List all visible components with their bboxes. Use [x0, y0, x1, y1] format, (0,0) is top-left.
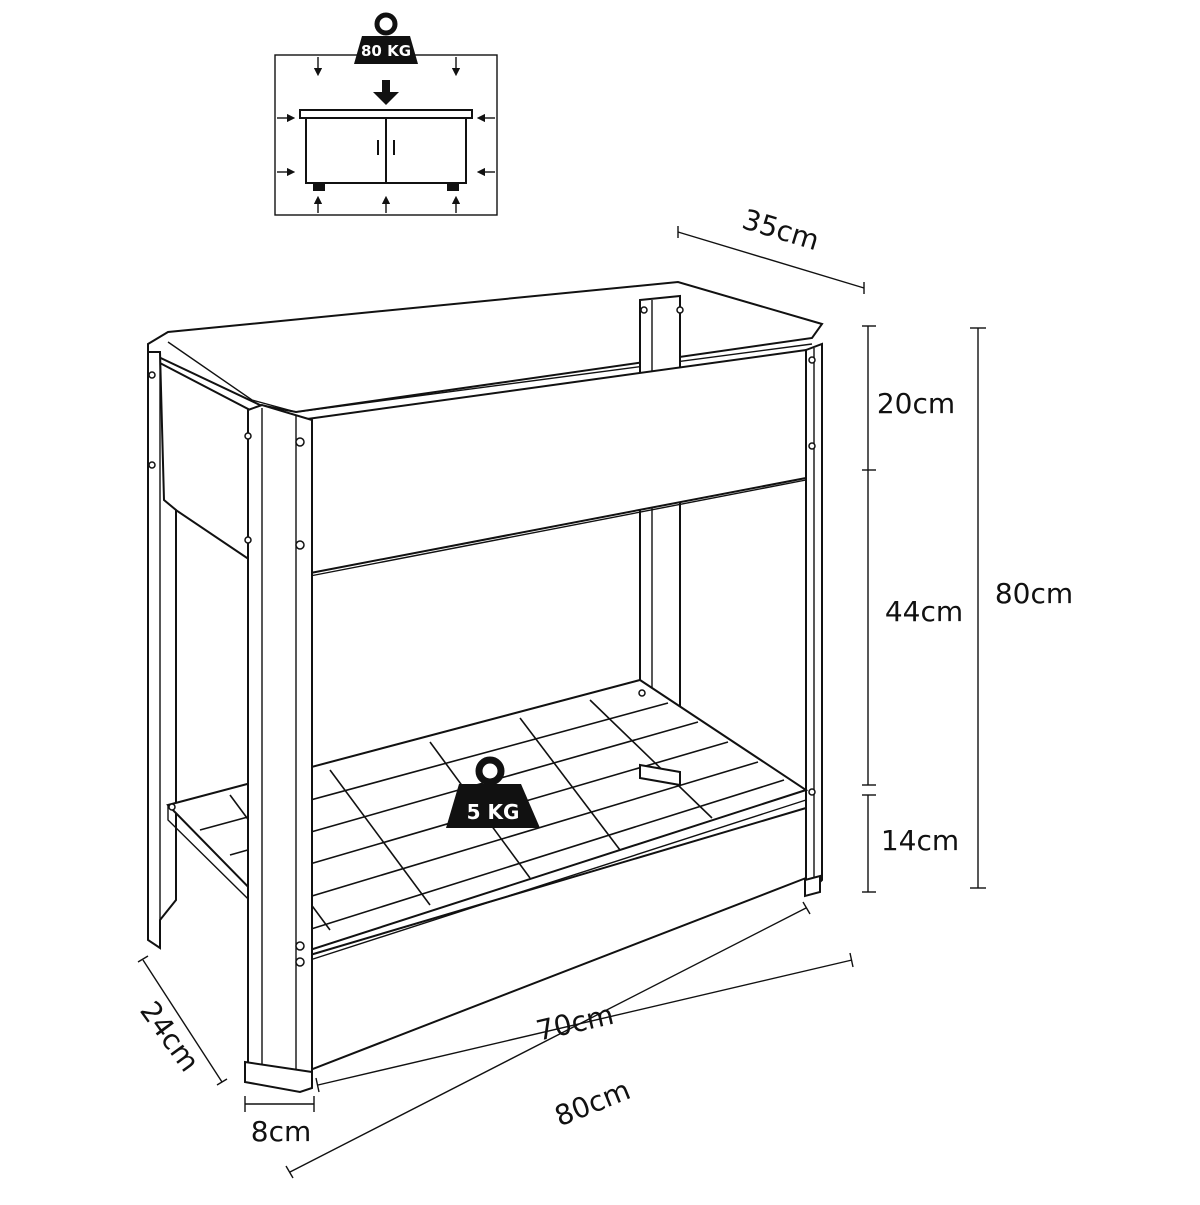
- dim-leg-width: 8cm: [251, 1115, 311, 1148]
- top-load-label: 80 KG: [361, 42, 411, 60]
- dim-total-height: 80cm: [995, 577, 1073, 610]
- back-foot: [639, 763, 681, 787]
- dim-bottom-height: 14cm: [881, 824, 959, 857]
- screws: [148, 306, 816, 967]
- load-inset: 80 KG: [232, 12, 532, 225]
- foot-pad: [244, 1060, 313, 1094]
- inset-arrows: [277, 57, 495, 213]
- right-foot: [804, 874, 821, 898]
- dim-middle-height: 44cm: [885, 595, 963, 628]
- dim-inner-width: 70cm: [533, 998, 617, 1048]
- rear-left-leg: [147, 351, 177, 950]
- dim-outer-width: 80cm: [550, 1073, 635, 1133]
- mini-cabinet: [299, 109, 473, 191]
- dim-depth-top: 35cm: [739, 203, 824, 257]
- dim-side-depth: 24cm: [133, 995, 206, 1078]
- weight-icon: 5 KG: [446, 756, 540, 828]
- front-left-leg: [247, 403, 313, 1082]
- arrow-down-icon: [373, 80, 399, 105]
- dimension-lines: [137, 226, 986, 1179]
- dim-box-height: 20cm: [877, 387, 955, 420]
- weight-icon: 80 KG: [354, 12, 418, 64]
- planter-drawing: 5 KG: [147, 280, 824, 1094]
- shelf-load-label: 5 KG: [467, 800, 520, 824]
